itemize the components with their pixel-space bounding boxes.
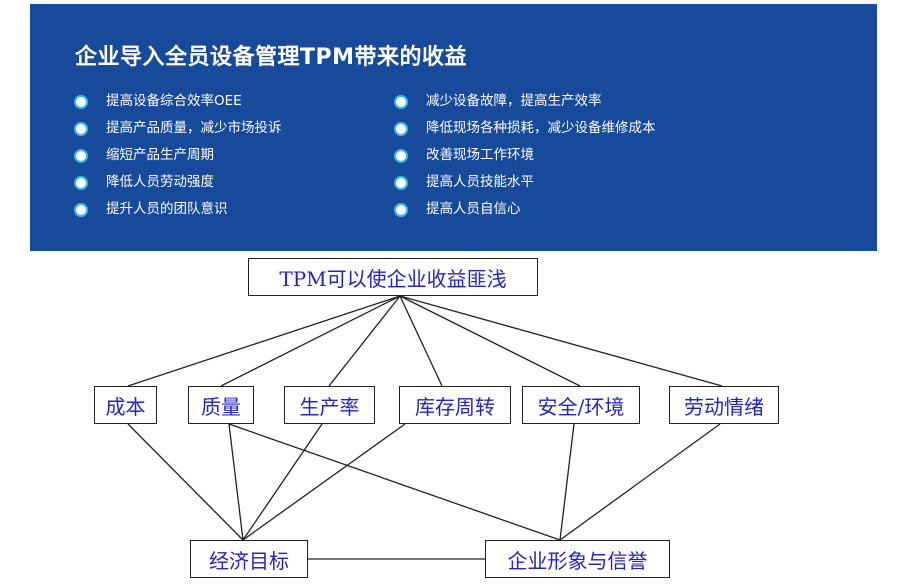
edge-factor-goal	[242, 423, 323, 541]
factor-node-productivity: 生产率	[284, 386, 375, 424]
bullet-icon	[74, 203, 88, 217]
benefit-text: 降低现场各种损耗，减少设备维修成本	[426, 120, 656, 136]
edge-factor-goal	[127, 423, 244, 541]
bullet-icon	[394, 176, 408, 190]
benefit-item: 缩短产品生产周期	[74, 146, 282, 173]
benefit-item: 提高产品质量，减少市场投诉	[74, 119, 282, 146]
benefit-text: 提高人员自信心	[426, 201, 521, 217]
bullet-icon	[74, 122, 88, 136]
benefit-item: 提高人员技能水平	[394, 173, 656, 200]
goal-node-image: 企业形象与信誉	[485, 540, 670, 578]
root-node: TPM可以使企业收益匪浅	[248, 258, 538, 296]
benefit-list-right: 减少设备故障，提高生产效率 降低现场各种损耗，减少设备维修成本 改善现场工作环境…	[394, 92, 656, 227]
bullet-icon	[394, 149, 408, 163]
bullet-icon	[394, 95, 408, 109]
benefit-text: 降低人员劳动强度	[106, 174, 214, 190]
goal-node-economic: 经济目标	[190, 540, 308, 578]
bullet-icon	[394, 122, 408, 136]
benefit-item: 降低现场各种损耗，减少设备维修成本	[394, 119, 656, 146]
benefit-item: 减少设备故障，提高生产效率	[394, 92, 656, 119]
benefit-text: 提高产品质量，减少市场投诉	[106, 120, 282, 136]
factor-node-cost: 成本	[94, 386, 157, 424]
benefit-text: 减少设备故障，提高生产效率	[426, 93, 602, 109]
edge-factor-goal	[559, 423, 575, 541]
factor-node-safety: 安全/环境	[522, 386, 640, 424]
edge-root-factor	[399, 295, 581, 387]
edge-factor-goal	[228, 423, 244, 541]
bullet-icon	[74, 176, 88, 190]
edge-root-factor	[220, 295, 401, 387]
bullet-icon	[394, 203, 408, 217]
edge-root-factor	[127, 295, 401, 387]
benefit-text: 缩短产品生产周期	[106, 147, 214, 163]
benefit-text: 提高人员技能水平	[426, 174, 534, 190]
edge-root-factor	[399, 295, 443, 387]
bullet-icon	[74, 149, 88, 163]
factor-node-quality: 质量	[188, 386, 254, 424]
benefit-item: 提升人员的团队意识	[74, 200, 282, 227]
factor-node-morale: 劳动情绪	[669, 386, 779, 424]
benefit-item: 提高设备综合效率OEE	[74, 92, 282, 119]
benefit-item: 提高人员自信心	[394, 200, 656, 227]
edge-factor-goal	[242, 423, 406, 541]
bullet-icon	[74, 95, 88, 109]
edge-root-factor	[399, 295, 723, 387]
factor-node-inventory: 库存周转	[399, 386, 511, 424]
benefit-item: 降低人员劳动强度	[74, 173, 282, 200]
benefit-item: 改善现场工作环境	[394, 146, 656, 173]
benefit-text: 提高设备综合效率OEE	[106, 93, 242, 109]
benefit-text: 提升人员的团队意识	[106, 201, 228, 217]
benefit-list-left: 提高设备综合效率OEE 提高产品质量，减少市场投诉 缩短产品生产周期 降低人员劳…	[74, 92, 282, 227]
edge-factor-goal	[228, 423, 561, 541]
benefits-banner: 企业导入全员设备管理TPM带来的收益 提高设备综合效率OEE 提高产品质量，减少…	[30, 4, 877, 251]
edge-factor-goal	[559, 423, 721, 541]
banner-title: 企业导入全员设备管理TPM带来的收益	[75, 45, 468, 70]
benefit-text: 改善现场工作环境	[426, 147, 534, 163]
edge-root-factor	[328, 295, 401, 387]
